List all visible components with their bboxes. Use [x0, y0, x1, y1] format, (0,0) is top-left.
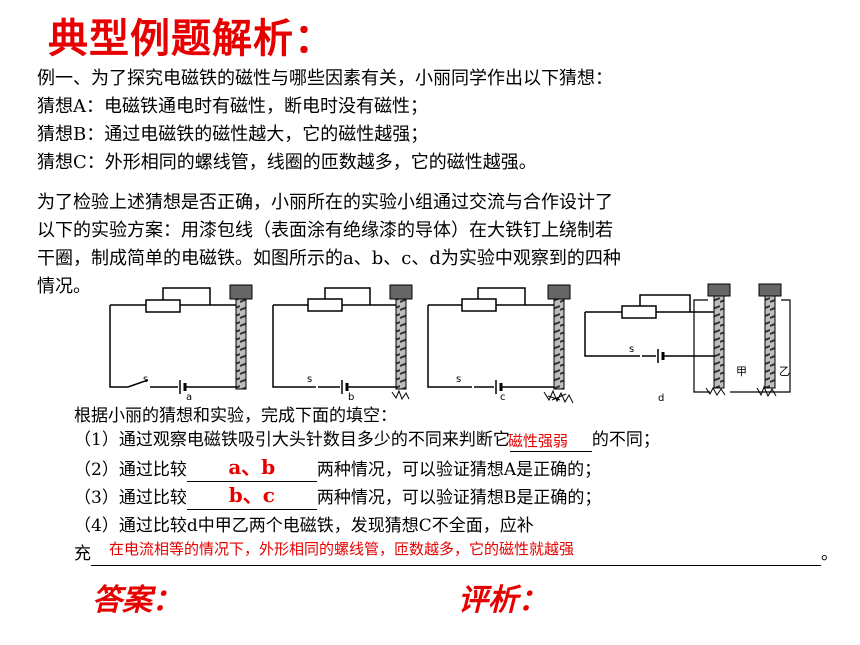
q2-answer: a、b [228, 455, 276, 479]
q3-blank[interactable]: b、c [186, 483, 317, 510]
q3-text-after: 两种情况，可以验证猜想B是正确的； [316, 488, 602, 508]
q4-answer: 在电流相等的情况下，外形相同的螺线管，匝数越多，它的磁性就越强 [109, 540, 575, 558]
switch-label-c: s [456, 374, 461, 385]
circuit-label-d: d [658, 393, 664, 404]
scheme-line: 以下的实验方案：用漆包线（表面涂有绝缘漆的导体）在大铁钉上绕制若 [37, 220, 613, 241]
q4-text-after: 。 [821, 544, 838, 564]
questions-intro: 根据小丽的猜想和实验，完成下面的填空： [74, 406, 397, 426]
q3-text-before: （3）通过比较 [74, 488, 187, 508]
scheme-line: 情况。 [37, 276, 91, 297]
question-2: （2）通过比较 a、b 两种情况，可以验证猜想A是正确的； [74, 455, 602, 482]
circuit-d: s d 甲 乙 [584, 283, 791, 404]
circuit-c: s c [427, 284, 574, 404]
page-title: 典型例题解析： [48, 16, 335, 62]
q1-blank[interactable]: 磁性强弱 [507, 429, 592, 452]
q2-blank[interactable]: a、b [186, 455, 317, 482]
q4-text-before: 充 [74, 544, 91, 564]
label-yi: 乙 [779, 365, 790, 378]
q3-answer: b、c [228, 483, 275, 507]
question-1: （1）通过观察电磁铁吸引大头针数目多少的不同来判断它磁性强弱 的不同； [74, 428, 660, 452]
switch-label-a: s [143, 374, 148, 385]
scheme-line: 干圈，制成简单的电磁铁。如图所示的a、b、c、d为实验中观察到的四种 [37, 248, 621, 269]
q4-blank[interactable]: 在电流相等的情况下，外形相同的螺线管，匝数越多，它的磁性就越强 [91, 540, 821, 566]
intro-line: 例一、为了探究电磁铁的磁性与哪些因素有关，小丽同学作出以下猜想： [37, 68, 613, 89]
q2-text-before: （2）通过比较 [74, 460, 187, 480]
circuit-label-c: c [500, 392, 506, 403]
circuit-label-a: a [186, 392, 192, 403]
circuit-a: s a [109, 284, 253, 403]
intro-line: 猜想C：外形相同的螺线管，线圈的匝数越多，它的磁性越强。 [37, 152, 537, 173]
answer-label: 答案： [92, 583, 182, 618]
switch-label-b: s [307, 374, 312, 385]
intro-line: 猜想A：电磁铁通电时有磁性，断电时没有磁性； [37, 96, 428, 117]
scheme-line: 为了检验上述猜想是否正确，小丽所在的实验小组通过交流与合作设计了 [37, 192, 613, 213]
q1-answer: 磁性强弱 [507, 432, 568, 450]
circuit-label-b: b [348, 392, 354, 403]
analysis-label: 评析： [458, 583, 548, 618]
circuit-b: s b [272, 284, 413, 403]
q2-text-after: 两种情况，可以验证猜想A是正确的； [316, 460, 602, 480]
q1-text-before: （1）通过观察电磁铁吸引大头针数目多少的不同来判断它 [74, 430, 510, 450]
question-4-line-2: 充在电流相等的情况下，外形相同的螺线管，匝数越多，它的磁性就越强 。 [74, 540, 838, 566]
question-4-line-1: （4）通过比较d中甲乙两个电磁铁，发现猜想C不全面，应补 [74, 516, 534, 536]
q1-text-after: 的不同； [591, 430, 660, 450]
label-jia: 甲 [736, 365, 747, 378]
intro-line: 猜想B：通过电磁铁的磁性越大，它的磁性越强； [37, 124, 429, 145]
switch-label-d: s [629, 344, 634, 355]
question-3: （3）通过比较 b、c 两种情况，可以验证猜想B是正确的； [74, 483, 602, 510]
